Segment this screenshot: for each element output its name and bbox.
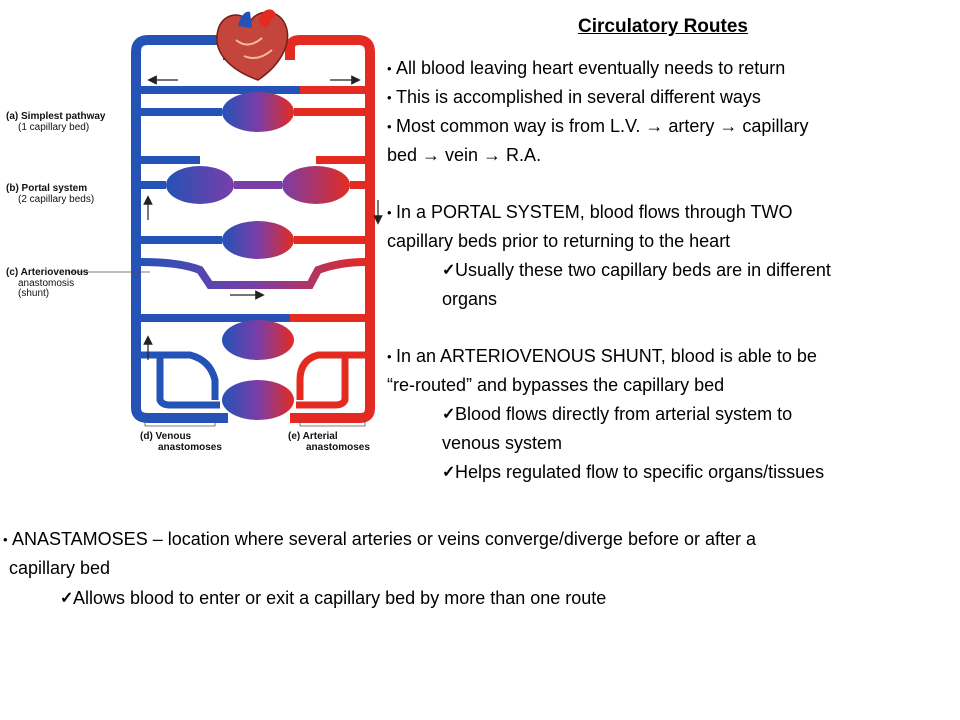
venous-bracket — [144, 420, 216, 427]
heart-icon — [216, 9, 289, 81]
check-item: ✓ Allows blood to enter or exit a capill… — [60, 584, 606, 613]
label-e: (e) Arterial anastomoses — [288, 431, 370, 453]
label-c: (c) Arteriovenous anastomosis (shunt) — [6, 267, 89, 299]
capillary-bed-icon — [282, 166, 350, 204]
capillary-bed-icon — [222, 380, 294, 420]
capillary-bed-icon — [222, 320, 294, 360]
bullet-icon: • — [3, 532, 8, 547]
capillary-bed-icon — [222, 221, 294, 259]
bullet-icon: • — [387, 119, 392, 134]
artery-trunk — [285, 35, 375, 423]
arterial-bracket — [299, 420, 366, 427]
checkmark-icon: ✓ — [442, 464, 456, 481]
bullet-item: • In a PORTAL SYSTEM, blood flows throug… — [387, 198, 793, 256]
label-a: (a) Simplest pathway (1 capillary bed) — [6, 111, 106, 133]
row-d-e-upper — [141, 314, 365, 360]
row-b-portal — [141, 156, 365, 204]
label-d: (d) Venous anastomoses — [140, 431, 222, 453]
label-b: (b) Portal system (2 capillary beds) — [6, 183, 95, 205]
bullet-item: • All blood leaving heart eventually nee… — [387, 54, 785, 83]
bullet-item: • This is accomplished in several differ… — [387, 83, 761, 112]
row-d-e-anastomoses — [141, 351, 365, 420]
slide-title: Circulatory Routes — [578, 16, 748, 37]
check-item: ✓ Helps regulated flow to specific organ… — [442, 458, 824, 487]
circulation-svg — [68, 9, 383, 427]
bullet-icon: • — [387, 61, 392, 76]
check-item: ✓ Blood flows directly from arterial sys… — [442, 400, 792, 458]
row-c-shunt — [140, 221, 366, 289]
vein-trunk — [131, 35, 233, 423]
check-item: ✓ Usually these two capillary beds are i… — [442, 256, 831, 314]
checkmark-icon: ✓ — [442, 406, 456, 423]
row-a-simple — [141, 86, 365, 132]
checkmark-icon: ✓ — [442, 262, 456, 279]
capillary-bed-icon — [222, 92, 294, 132]
bullet-icon: • — [387, 90, 392, 105]
circulatory-routes-diagram: (a) Simplest pathway (1 capillary bed) (… — [0, 0, 390, 470]
bullet-item: • Most common way is from L.V. → artery … — [387, 112, 808, 170]
bullet-icon: • — [387, 349, 392, 364]
bullet-item: • In an ARTERIOVENOUS SHUNT, blood is ab… — [387, 342, 817, 400]
checkmark-icon: ✓ — [60, 590, 74, 607]
flow-arrow-icon — [143, 75, 383, 360]
capillary-bed-icon — [166, 166, 234, 204]
bullet-icon: • — [387, 205, 392, 220]
bullet-item: • ANASTAMOSES – location where several a… — [3, 525, 756, 583]
